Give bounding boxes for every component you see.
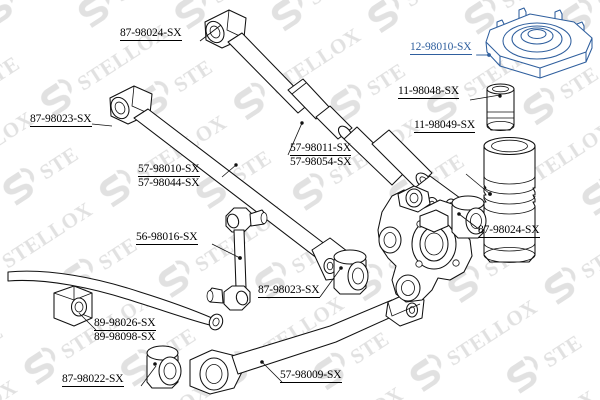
part-label-89-98098[interactable]: 89-98098-SX (94, 331, 156, 343)
part-label-57-98011[interactable]: 57-98011-SX (290, 142, 352, 156)
part-label-57-98009[interactable]: 57-98009-SX (280, 369, 342, 383)
part-label-57-98010[interactable]: 57-98010-SX (138, 163, 200, 177)
part-label-87-98024-mid[interactable]: 87-98024-SX (478, 224, 540, 238)
part-label-87-98023-left[interactable]: 87-98023-SX (30, 113, 92, 127)
part-label-87-98023-mid[interactable]: 87-98023-SX (258, 284, 320, 298)
part-label-57-98044[interactable]: 57-98044-SX (138, 177, 200, 189)
part-label-11-98048[interactable]: 11-98048-SX (398, 85, 460, 99)
part-label-57-98054[interactable]: 57-98054-SX (290, 156, 352, 168)
part-label-11-98049[interactable]: 11-98049-SX (414, 119, 476, 133)
part-label-87-98024-top[interactable]: 87-98024-SX (120, 27, 182, 41)
part-label-89-98026[interactable]: 89-98026-SX (94, 317, 156, 331)
part-label-56-98016[interactable]: 56-98016-SX (136, 231, 198, 245)
part-label-12-98010-highlighted[interactable]: 12-98010-SX (410, 41, 472, 55)
part-label-87-98022[interactable]: 87-98022-SX (62, 373, 124, 387)
